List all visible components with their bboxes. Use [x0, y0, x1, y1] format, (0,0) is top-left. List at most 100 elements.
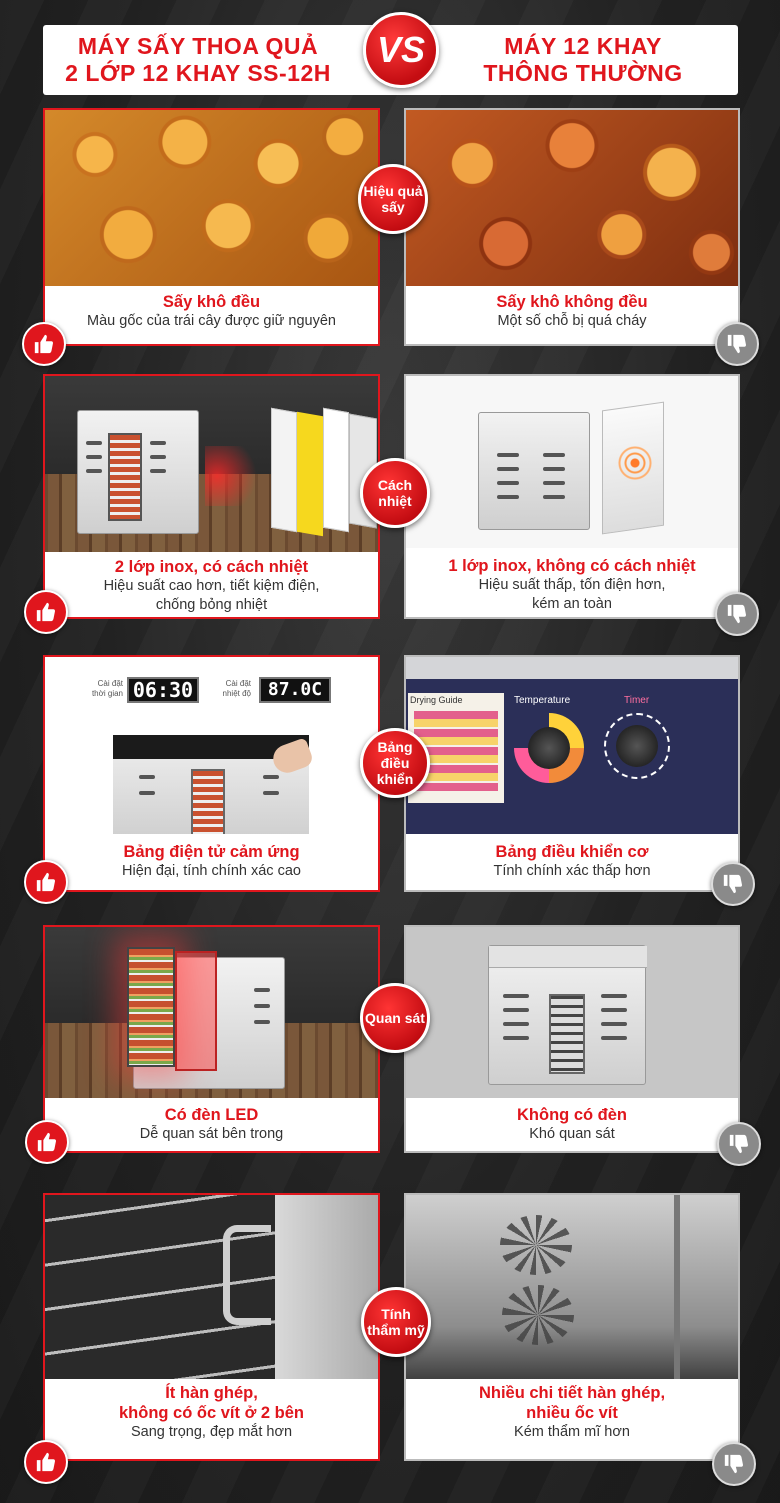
dryer-machine-illustration — [478, 412, 590, 530]
card-title: Không có đèn — [517, 1106, 627, 1124]
card-title-line2: không có ốc vít ở 2 bên — [118, 1404, 304, 1422]
card-good-panel: Cài đặt thời gian 06:30 Cài đặt nhiệt độ… — [43, 655, 380, 892]
dryer-machine-illustration — [488, 945, 647, 1085]
card-good-observe: Có đèn LED Dễ quan sát bên trong — [43, 925, 380, 1153]
time-setting-label: Cài đặt thời gian — [81, 679, 123, 699]
caption-bad-panel: Bảng điều khiển cơ Tính chính xác thấp h… — [406, 834, 738, 890]
card-bad-aesthetic: Nhiều chi tiết hàn ghép, nhiều ốc vít Ké… — [404, 1193, 740, 1461]
card-title-line2: nhiều ốc vít — [526, 1404, 618, 1422]
thumbs-down-icon — [715, 322, 759, 366]
card-title: Có đèn LED — [164, 1106, 259, 1124]
badge-line1: Bảng — [377, 739, 413, 755]
card-bad-observe: Không có đèn Khó quan sát — [404, 925, 740, 1153]
riveted-dryer-image — [406, 1195, 738, 1383]
door-handle — [223, 1225, 271, 1325]
caption-bad-drying: Sấy khô không đều Một số chỗ bị quá cháy — [406, 286, 738, 344]
badge-line1: Hiệu quả — [363, 183, 423, 199]
seamless-dryer-image — [45, 1195, 378, 1383]
caption-good-insulation: 2 lớp inox, có cách nhiệt Hiệu suất cao … — [45, 552, 378, 617]
badge-line2: điều khiển — [376, 755, 414, 787]
badge-line2: nhiệt — [378, 493, 412, 509]
header-right-line1: MÁY 12 KHAY — [504, 33, 662, 59]
card-subtitle: Dễ quan sát bên trong — [139, 1126, 284, 1142]
header-left-line2: 2 LỚP 12 KHAY SS-12H — [65, 60, 331, 86]
card-good-aesthetic: Ít hàn ghép, không có ốc vít ở 2 bên San… — [43, 1193, 380, 1461]
card-subtitle: Màu gốc của trái cây được giữ nguyên — [87, 313, 336, 329]
card-subtitle-line1: Hiệu suất cao hơn, tiết kiệm điện, — [103, 578, 320, 594]
dried-orange-burnt-image — [406, 110, 738, 288]
card-good-insulation: 2 lớp inox, có cách nhiệt Hiệu suất cao … — [43, 374, 380, 619]
badge-line1: Tính — [381, 1306, 411, 1322]
caption-good-aesthetic: Ít hàn ghép, không có ốc vít ở 2 bên San… — [45, 1379, 378, 1459]
card-title: Bảng điều khiển cơ — [495, 843, 649, 861]
led-dryer-image — [45, 927, 378, 1102]
card-subtitle: Kém thẩm mĩ hơn — [514, 1424, 630, 1440]
thumbs-up-icon — [24, 860, 68, 904]
single-layer-dryer-image — [406, 376, 738, 548]
thumbs-up-icon — [24, 590, 68, 634]
card-subtitle: Sang trọng, đẹp mắt hơn — [130, 1424, 293, 1440]
feature-badge-observe: Quan sát — [360, 983, 430, 1053]
card-title-line1: Ít hàn ghép, — [165, 1384, 258, 1402]
card-title-line1: Nhiều chi tiết hàn ghép, — [478, 1384, 666, 1402]
header-left-line1: MÁY SẤY THOA QUẢ — [77, 33, 319, 59]
card-bad-insulation: 1 lớp inox, không có cách nhiệt Hiệu suấ… — [404, 374, 740, 619]
card-good-drying: Sấy khô đều Màu gốc của trái cây được gi… — [43, 108, 380, 346]
caption-good-panel: Bảng điện tử cảm ứng Hiện đại, tính chín… — [45, 834, 378, 890]
thumbs-down-icon — [715, 592, 759, 636]
caption-good-observe: Có đèn LED Dễ quan sát bên trong — [45, 1098, 378, 1151]
badge-line2: thẩm mỹ — [367, 1322, 425, 1338]
card-title: Sấy khô không đều — [496, 293, 648, 311]
drying-guide-label: Drying Guide — [410, 695, 463, 705]
card-subtitle: Khó quan sát — [529, 1126, 615, 1142]
vs-badge: VS — [363, 12, 439, 88]
temperature-label: Temperature — [514, 695, 571, 706]
thumbs-up-icon — [22, 322, 66, 366]
card-subtitle-line1: Hiệu suất thấp, tốn điện hơn, — [478, 577, 666, 593]
card-subtitle-line2: chống bỏng nhiệt — [155, 597, 268, 613]
thumbs-down-icon — [711, 862, 755, 906]
card-subtitle: Tính chính xác thấp hơn — [493, 863, 651, 879]
fan-vent-icon — [502, 1285, 574, 1345]
card-bad-panel: Drying Guide Temperature Timer Bảng điều… — [404, 655, 740, 892]
header-right-line2: THÔNG THƯỜNG — [483, 60, 683, 86]
no-led-dryer-image — [406, 927, 738, 1102]
card-subtitle: Một số chỗ bị quá cháy — [497, 313, 647, 329]
dryer-machine-illustration — [77, 410, 199, 534]
card-title: 1 lớp inox, không có cách nhiệt — [448, 557, 696, 575]
temp-display: 87.0C — [259, 677, 331, 703]
card-bad-drying: Sấy khô không đều Một số chỗ bị quá cháy — [404, 108, 740, 346]
time-label-line1: Cài đặt — [97, 679, 123, 688]
thumbs-down-icon — [717, 1122, 761, 1166]
fan-vent-icon — [500, 1215, 572, 1275]
header-right-title: MÁY 12 KHAY THÔNG THƯỜNG — [428, 33, 738, 87]
thumbs-up-icon — [24, 1440, 68, 1484]
temp-setting-label: Cài đặt nhiệt độ — [211, 679, 251, 699]
temp-label-line1: Cài đặt — [225, 679, 251, 688]
timer-label: Timer — [624, 695, 650, 706]
badge-line2: sấy — [381, 199, 405, 215]
caption-bad-observe: Không có đèn Khó quan sát — [406, 1098, 738, 1151]
badge-line1: Quan sát — [365, 1010, 425, 1026]
touch-panel-image: Cài đặt thời gian 06:30 Cài đặt nhiệt độ… — [45, 657, 378, 837]
led-lit-trays — [127, 947, 175, 1067]
card-title: Bảng điện tử cảm ứng — [123, 843, 300, 861]
thumbs-up-icon — [25, 1120, 69, 1164]
time-display: 06:30 — [127, 677, 199, 703]
insulated-dryer-image — [45, 376, 378, 554]
dryer-body — [113, 759, 309, 837]
badge-line1: Cách — [377, 477, 413, 493]
caption-good-drying: Sấy khô đều Màu gốc của trái cây được gi… — [45, 286, 378, 344]
card-subtitle: Hiện đại, tính chính xác cao — [122, 863, 301, 879]
time-label-line2: thời gian — [91, 689, 123, 698]
header-left-title: MÁY SẤY THOA QUẢ 2 LỚP 12 KHAY SS-12H — [43, 33, 353, 87]
card-subtitle-line2: kém an toàn — [532, 596, 612, 612]
mechanical-panel-image: Drying Guide Temperature Timer — [406, 657, 738, 837]
caption-bad-aesthetic: Nhiều chi tiết hàn ghép, nhiều ốc vít Ké… — [406, 1379, 738, 1459]
temp-label-line2: nhiệt độ — [222, 689, 251, 698]
dried-orange-even-image — [45, 110, 378, 288]
thumbs-down-icon — [712, 1442, 756, 1486]
